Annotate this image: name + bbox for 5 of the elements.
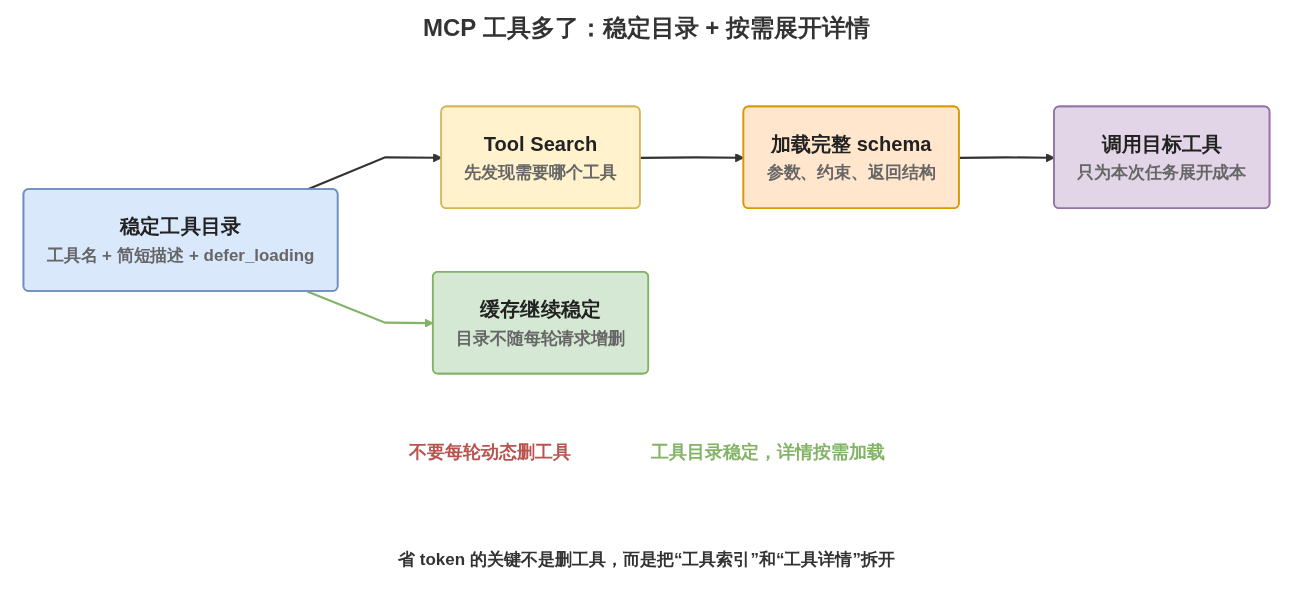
note-text: 不要每轮动态删工具 bbox=[408, 441, 571, 464]
arrow bbox=[959, 153, 1055, 163]
note-text: 工具目录稳定，详情按需加载 bbox=[650, 441, 885, 464]
caption: 省 token 的关键不是删工具，而是把“工具索引”和“工具详情”拆开 bbox=[398, 549, 895, 571]
diagram-title: MCP 工具多了：稳定目录 + 按需展开详情 bbox=[423, 13, 870, 43]
